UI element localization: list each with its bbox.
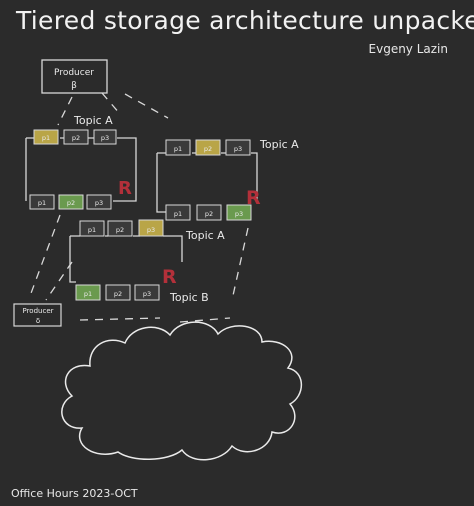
svg-text:p3: p3 [234, 145, 242, 153]
svg-text:p1: p1 [174, 210, 182, 218]
svg-text:p2: p2 [67, 199, 75, 207]
svg-text:p2: p2 [72, 134, 80, 142]
producer-beta-sub: β [71, 81, 77, 91]
producer-delta: Producer δ [13, 303, 62, 327]
svg-text:p2: p2 [205, 210, 213, 218]
topic-group-4-label: Topic B [169, 291, 209, 304]
replica-mark: R [118, 178, 132, 199]
producer-beta: Producer β [41, 59, 108, 94]
connector-bottom-2 [179, 317, 231, 323]
cloud-storage-icon [61, 321, 303, 461]
partition-row-2-top: p1 p2 p3 [165, 139, 251, 156]
svg-text:p3: p3 [95, 199, 103, 207]
producer-beta-label: Producer [54, 68, 94, 78]
connector-producer-topic-a-2 [101, 92, 121, 115]
partition-row-2-bottom: p1 p2 p3 [165, 204, 252, 221]
page-title: Tiered storage architecture unpacked [16, 6, 474, 35]
connector-producer-delta [29, 214, 61, 297]
partition-row-3-top: p1 p2 p3 [79, 219, 164, 237]
topic-group-1-label: Topic A [73, 114, 113, 127]
svg-text:p1: p1 [88, 226, 96, 234]
connector-producer-topic-a-3 [124, 93, 169, 119]
svg-text:p2: p2 [114, 290, 122, 298]
producer-delta-sub: δ [36, 317, 40, 325]
partition-row-1-bottom: p1 p2 p3 [29, 194, 112, 210]
svg-text:p2: p2 [204, 145, 212, 153]
svg-text:p1: p1 [84, 290, 92, 298]
svg-text:p1: p1 [42, 134, 50, 142]
connector-producer-topic-a [57, 96, 73, 126]
svg-text:p3: p3 [143, 290, 151, 298]
replica-mark: R [162, 266, 177, 288]
producer-delta-label: Producer [22, 307, 53, 315]
topic-group-4: Topic B p1 p2 p3 [75, 284, 209, 304]
footer-text: Office Hours 2023-OCT [11, 487, 138, 500]
svg-text:p3: p3 [101, 134, 109, 142]
topic-group-2-label: Topic A [259, 138, 299, 151]
connector-right [231, 227, 249, 301]
partition-row-1-top: p1 p2 p3 [33, 129, 117, 145]
svg-text:p1: p1 [38, 199, 46, 207]
connector-producer-delta-2 [45, 261, 73, 301]
topic-group-1: Topic A p1 p2 p3 p1 p2 p3 R [25, 114, 137, 210]
author-name: Evgeny Lazin [368, 42, 448, 56]
svg-text:p3: p3 [235, 210, 243, 218]
svg-text:p2: p2 [116, 226, 124, 234]
svg-text:p3: p3 [147, 226, 155, 234]
svg-text:p1: p1 [174, 145, 182, 153]
replica-mark: R [246, 187, 261, 209]
dashed-connectors [29, 92, 249, 323]
partition-row-4: p1 p2 p3 [75, 284, 160, 301]
connector-bottom [79, 317, 161, 321]
topic-group-2: Topic A p1 p2 p3 p1 p2 p3 R [156, 138, 299, 221]
topic-group-3-label: Topic A [185, 229, 225, 242]
topic-group-3: Topic A p1 p2 p3 R [69, 219, 225, 288]
